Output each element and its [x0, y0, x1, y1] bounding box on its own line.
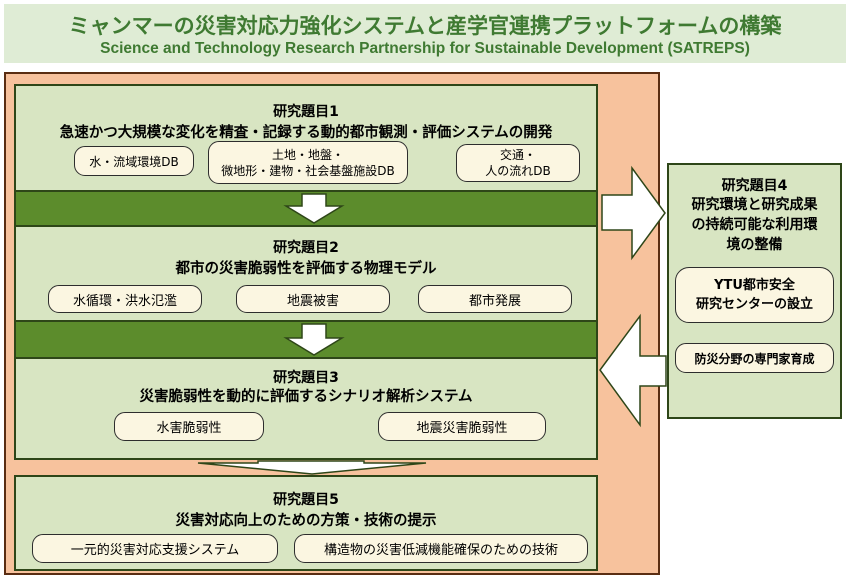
- topic-4-item-ytu-center: YTU都市安全 研究センターの設立: [675, 267, 834, 323]
- item-text-line2: 研究センターの設立: [695, 297, 813, 312]
- item-text: 都市発展: [468, 293, 521, 309]
- topic-2-item-earthquake-damage: 地震被害: [236, 285, 390, 313]
- item-text: 水・流域環境DB: [89, 154, 179, 169]
- topic-4-item-expert-training: 防災分野の専門家育成: [675, 343, 834, 373]
- topic-1-item-land-db: 土地・地盤・ 微地形・建物・社会基盤施設DB: [208, 141, 408, 184]
- item-text: 地震災害脆弱性: [416, 421, 508, 436]
- topic-5-panel: 研究題目5 災害対応向上のための方策・技術の提示 一元的災害対応支援システム 構…: [14, 475, 598, 571]
- topic-3-panel: 研究題目3 災害脆弱性を動的に評価するシナリオ解析システム 水害脆弱性 地震災害…: [14, 357, 598, 460]
- down-arrow-2-3: [283, 323, 345, 356]
- topic-1-panel: 研究題目1 急速かつ大規模な変化を精査・記録する動的都市観測・評価システムの開発…: [14, 84, 598, 192]
- item-text-line1: 土地・地盤・: [271, 147, 344, 162]
- topic-2-item-hydrology: 水循環・洪水氾濫: [48, 285, 202, 313]
- item-text-line1: YTU都市安全: [714, 278, 795, 293]
- item-text: 防災分野の専門家育成: [694, 351, 815, 366]
- topic-5-item-response-system: 一元的災害対応支援システム: [32, 534, 278, 563]
- topic-1-item-water-db: 水・流域環境DB: [74, 146, 194, 176]
- item-text-line1: 交通・: [499, 148, 536, 162]
- item-text: 水循環・洪水氾濫: [72, 293, 177, 309]
- topic-4-title-line3: 境の整備: [726, 237, 783, 253]
- topic-3-title: 災害脆弱性を動的に評価するシナリオ解析システム: [139, 389, 473, 405]
- topic-3-item-earthquake-vulnerability: 地震災害脆弱性: [378, 412, 546, 441]
- page-title: ミャンマーの災害対応力強化システムと産学官連携プラットフォームの構築: [68, 14, 782, 38]
- topic-3-label: 研究題目3: [273, 370, 339, 386]
- topic-3-item-flood-vulnerability: 水害脆弱性: [114, 412, 264, 441]
- topic-5-title: 災害対応向上のための方策・技術の提示: [175, 513, 437, 529]
- topic-4-label: 研究題目4: [721, 178, 788, 194]
- topic-4-title-line1: 研究環境と研究成果: [691, 197, 818, 213]
- item-text-line2: 人の流れDB: [485, 164, 551, 178]
- item-text-line2: 微地形・建物・社会基盤施設DB: [221, 163, 395, 178]
- item-text: 地震被害: [286, 293, 339, 309]
- topic-2-label: 研究題目2: [273, 240, 339, 256]
- topic-4-panel: 研究題目4 研究環境と研究成果 の持続可能な利用環 境の整備 YTU都市安全 研…: [667, 163, 842, 419]
- header-banner: ミャンマーの災害対応力強化システムと産学官連携プラットフォームの構築 Scien…: [4, 4, 846, 63]
- topic-2-panel: 研究題目2 都市の災害脆弱性を評価する物理モデル 水循環・洪水氾濫 地震被害 都…: [14, 225, 598, 322]
- down-arrow-1-2: [283, 193, 345, 224]
- topic-1-title: 急速かつ大規模な変化を精査・記録する動的都市観測・評価システムの開発: [59, 125, 553, 141]
- topic-4-title-line2: の持続可能な利用環: [691, 217, 818, 233]
- item-text: 水害脆弱性: [156, 421, 222, 436]
- topic-5-item-structure-technology: 構造物の災害低減機能確保のための技術: [294, 534, 588, 563]
- topic-5-label: 研究題目5: [273, 492, 339, 508]
- left-arrow-from-topic4: [599, 313, 667, 428]
- item-text: 一元的災害対応支援システム: [70, 543, 240, 558]
- topic-4-title: 研究環境と研究成果 の持続可能な利用環 境の整備: [669, 195, 840, 255]
- topic-1-label: 研究題目1: [273, 104, 339, 120]
- item-text: 構造物の災害低減機能確保のための技術: [323, 543, 558, 558]
- page-subtitle: Science and Technology Research Partners…: [100, 40, 750, 57]
- topic-2-item-urban-development: 都市発展: [418, 285, 572, 313]
- topic-1-item-traffic-db: 交通・ 人の流れDB: [456, 144, 580, 182]
- topic-2-title: 都市の災害脆弱性を評価する物理モデル: [175, 261, 437, 277]
- down-arrow-3-5: [197, 460, 427, 475]
- right-arrow-to-topic4: [601, 165, 666, 261]
